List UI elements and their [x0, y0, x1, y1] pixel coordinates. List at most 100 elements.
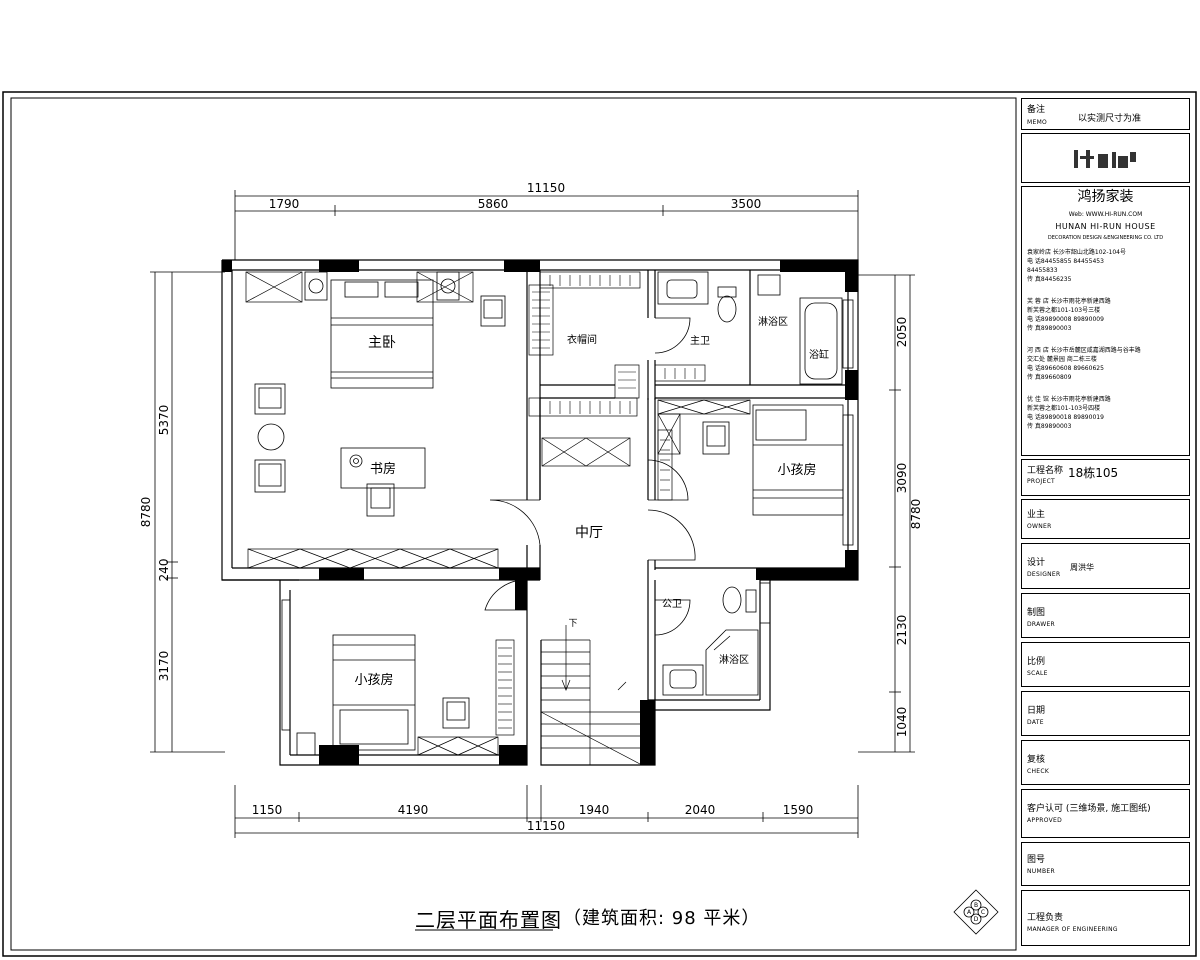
memo-value: 以实测尺寸为准	[1078, 114, 1142, 124]
project-label: 工程名称	[1027, 466, 1064, 476]
dim-bottom-4: 2040	[685, 803, 716, 817]
company-web: Web: WWW.HI-RUN.COM	[1068, 211, 1143, 218]
branch-line: 电 话89890018 89890019	[1027, 414, 1104, 421]
title-block-check: 复核 CHECK	[1021, 740, 1190, 785]
title-block-scale: 比例 SCALE	[1021, 642, 1190, 687]
sheet-outer-frame	[2, 91, 1197, 957]
branch-line: 优 佳 馆 长沙市雨花亭新建西路	[1027, 396, 1111, 403]
room-bathtub: 浴缸	[809, 348, 829, 361]
dim-top-3: 3500	[731, 197, 762, 211]
date-en: DATE	[1027, 719, 1044, 726]
dim-left-3: 3170	[157, 651, 171, 682]
dim-left-1: 5370	[157, 405, 171, 436]
svg-text:A: A	[967, 909, 972, 916]
sheet-inner-frame	[10, 97, 1017, 951]
title-block-company: 鸿扬家装 Web: WWW.HI-RUN.COM HUNAN HI-RUN HO…	[1021, 186, 1190, 456]
dim-bottom-2: 4190	[398, 803, 429, 817]
number-en: NUMBER	[1027, 868, 1055, 875]
branch-line: 传 真89890003	[1027, 423, 1072, 430]
project-value: 18栋105	[1068, 466, 1119, 480]
room-study: 书房	[370, 461, 396, 477]
designer-label: 设计	[1027, 558, 1046, 568]
branch-line: 河 西 店 长沙市岳麓区咸嘉湖西路与谷丰路	[1027, 347, 1141, 354]
branch-line: 传 真89660809	[1027, 374, 1072, 381]
branch-line: 芙 蓉 店 长沙市雨花亭新建西路	[1027, 298, 1111, 305]
dim-bottom-3: 1940	[579, 803, 610, 817]
approved-en: APPROVED	[1027, 817, 1063, 824]
branch-line: 新芙蓉之都101-103号四楼	[1027, 405, 1101, 412]
branch-line: 交汇处 麓景园 商二栋三楼	[1027, 356, 1097, 363]
walls	[221, 259, 859, 766]
manager-en: MANAGER OF ENGINEERING	[1027, 926, 1118, 933]
branch-line: 新芙蓉之都101-103号三楼	[1027, 307, 1101, 314]
building-area: （建筑面积: 98 平米）	[563, 908, 761, 929]
structural-columns	[222, 260, 858, 765]
title-block-project: 工程名称 PROJECT 18栋105	[1021, 459, 1190, 496]
hanging-rail-hatch	[498, 275, 696, 729]
project-en: PROJECT	[1027, 478, 1056, 485]
drawing-title: 二层平面布置图	[415, 908, 562, 932]
room-master-bedroom: 主卧	[368, 335, 396, 351]
branch-line: 传 真89890003	[1027, 325, 1072, 332]
dim-top-2: 5860	[478, 197, 509, 211]
number-label: 图号	[1027, 855, 1046, 865]
compass-stamp	[953, 889, 999, 935]
company-en-sub: DECORATION DESIGN &ENGINEERING CO. LTD	[1047, 235, 1164, 241]
dim-top-total: 11150	[527, 181, 565, 195]
dimension-lines	[150, 190, 915, 838]
room-public-shower: 淋浴区	[719, 653, 749, 666]
furniture	[254, 271, 844, 756]
manager-label: 工程负责	[1027, 913, 1064, 923]
room-middle-hall: 中厅	[575, 525, 603, 541]
branch-line: 电 话89890008 89890009	[1027, 316, 1104, 323]
check-en: CHECK	[1027, 768, 1050, 775]
svg-text:C: C	[981, 909, 985, 916]
drawer-label: 制图	[1027, 608, 1046, 618]
room-labels: 主卧 衣帽间 主卫 淋浴区 浴缸 书房 小孩房 中厅 公卫 淋浴区 小孩房 下	[354, 315, 829, 688]
check-label: 复核	[1027, 755, 1046, 765]
dim-right-total: 8780	[909, 499, 923, 530]
room-cloakroom: 衣帽间	[567, 333, 597, 346]
designer-en: DESIGNER	[1027, 571, 1061, 578]
company-logo-icon	[1074, 150, 1136, 168]
memo-label: 备注	[1027, 105, 1046, 115]
dim-right-4: 1040	[895, 707, 909, 738]
title-block-date: 日期 DATE	[1021, 691, 1190, 736]
branch-line: 袁家岭店 长沙市韶山北路102-104号	[1027, 249, 1126, 256]
dim-right-2: 3090	[895, 463, 909, 494]
compass-letters: A B C D	[967, 902, 985, 923]
wardrobes	[245, 271, 751, 756]
dim-right-1: 2050	[895, 317, 909, 348]
dim-left-total: 8780	[139, 497, 153, 528]
staircase	[540, 625, 641, 765]
drawer-en: DRAWER	[1027, 621, 1056, 628]
dim-top-1: 1790	[269, 197, 300, 211]
memo-en: MEMO	[1027, 119, 1048, 126]
title-block-manager: 工程负责 MANAGER OF ENGINEERING	[1021, 890, 1190, 946]
title-block-logo	[1021, 133, 1190, 183]
svg-text:B: B	[974, 902, 978, 909]
bathroom-fixtures	[657, 271, 843, 696]
room-kid-right: 小孩房	[777, 462, 816, 478]
dim-bottom-total: 11150	[527, 819, 565, 833]
room-kid-left: 小孩房	[354, 672, 393, 688]
owner-en: OWNER	[1027, 523, 1052, 530]
title-block-memo: 备注 MEMO 以实测尺寸为准	[1021, 98, 1190, 130]
windows	[759, 299, 854, 624]
room-master-bath: 主卫	[690, 335, 710, 347]
scale-label: 比例	[1027, 657, 1046, 667]
company-en-name: HUNAN HI-RUN HOUSE	[1055, 222, 1156, 231]
stair-down-label: 下	[568, 619, 577, 629]
company-name: 鸿扬家装	[1077, 189, 1134, 205]
dim-left-2: 240	[157, 559, 171, 582]
dim-right-3: 2130	[895, 615, 909, 646]
branch-line: 电 话89660608 89660625	[1027, 365, 1104, 372]
designer-value: 周洪华	[1070, 563, 1094, 572]
dim-bottom-5: 1590	[783, 803, 814, 817]
room-public-bath: 公卫	[662, 599, 682, 610]
title-block-owner: 业主 OWNER	[1021, 499, 1190, 539]
title-block-designer: 设计 DESIGNER 周洪华	[1021, 543, 1190, 589]
dimension-labels: 11150 1790 5860 3500 1150 4190 1940 2040…	[139, 181, 923, 833]
dim-bottom-1: 1150	[252, 803, 283, 817]
